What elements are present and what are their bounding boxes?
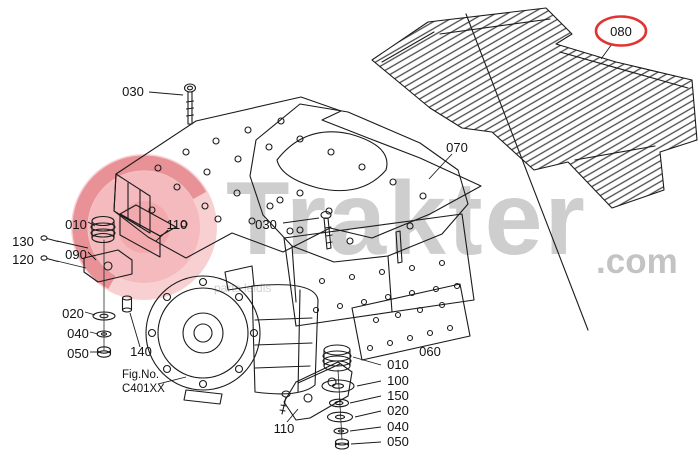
right-washer-100 [321, 379, 355, 393]
callout-020-left: 020 [62, 306, 84, 321]
figure-number: C401XX [122, 383, 165, 395]
callout-040-left: 040 [67, 326, 89, 341]
figure-label: Fig.No. [122, 369, 159, 381]
callout-020-right: 020 [387, 403, 409, 418]
watermark-brand-text: Trakter [226, 161, 587, 277]
watermark-tld-text: .com [596, 242, 678, 281]
left-stud-130 [40, 235, 59, 243]
right-nut-050 [334, 438, 350, 450]
callout-120: 120 [12, 252, 34, 267]
bolt-030-mid [320, 210, 333, 250]
callout-080: 080 [610, 24, 632, 39]
figure-number-block: Fig.No. C401XX [122, 369, 165, 395]
transmission-case [145, 265, 319, 405]
main-frame-plate [113, 96, 482, 259]
bolt-030-top [183, 83, 197, 125]
callout-140: 140 [130, 344, 152, 359]
callout-150: 150 [387, 388, 409, 403]
right-ring-150 [328, 398, 350, 408]
leader-lines [56, 43, 613, 445]
center-platform [249, 103, 469, 313]
callout-040-right: 040 [387, 419, 409, 434]
callout-labels: 030 080 070 010 110 030 130 120 090 020 … [12, 15, 648, 449]
bottom-bolt-110 [279, 390, 291, 415]
watermark: Trakter .com parts leidis [71, 154, 678, 300]
callout-070: 070 [446, 140, 468, 155]
left-bolt-120 [40, 255, 59, 263]
highlight-ellipse-080 [594, 15, 648, 47]
callout-110-bottom: 110 [274, 421, 295, 436]
watermark-logo-icon [71, 154, 217, 300]
tread-floor-plate [371, 7, 698, 209]
callout-030-mid: 030 [255, 217, 277, 232]
callout-130: 130 [12, 234, 34, 249]
callout-050-left: 050 [67, 346, 89, 361]
left-washer-020 [92, 311, 116, 321]
right-washer-040 [333, 427, 349, 435]
callout-090: 090 [65, 247, 87, 262]
callout-050-right: 050 [387, 434, 409, 449]
right-damper-010 [322, 344, 352, 372]
step-support-bracket [113, 173, 177, 258]
callout-110-left: 110 [167, 217, 188, 232]
left-damper-010 [90, 215, 116, 244]
spacer-140 [121, 295, 133, 313]
callout-100: 100 [387, 373, 409, 388]
lower-support-plate [283, 213, 475, 327]
callout-010-left: 010 [65, 217, 87, 232]
right-washer-020 [326, 411, 354, 423]
callout-030-top: 030 [122, 84, 144, 99]
callout-010-right: 010 [387, 357, 409, 372]
callout-060: 060 [419, 344, 441, 359]
bottom-bracket-110 [283, 361, 353, 421]
plate-060 [351, 283, 471, 361]
